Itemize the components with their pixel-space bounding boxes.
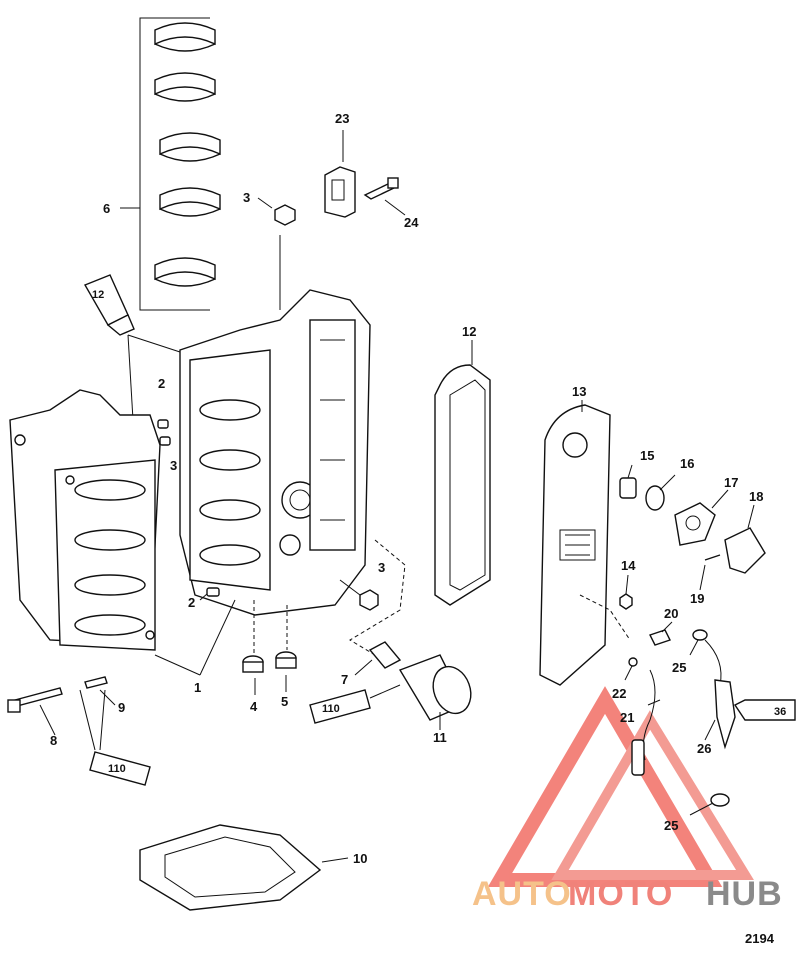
- watermark-triangle-inner: [551, 710, 754, 880]
- callout-3b: 3: [170, 458, 177, 473]
- watermark-logo: [487, 686, 754, 887]
- sealant-tube-36: [733, 699, 796, 721]
- tube-labels: 12 110 110 36: [92, 289, 786, 775]
- hose-26: [704, 639, 736, 750]
- plug-15: [619, 464, 637, 499]
- fitting-20: [649, 621, 673, 646]
- callout-1: 1: [194, 680, 201, 695]
- crankcase-cover: [9, 389, 161, 651]
- callout-20: 20: [664, 606, 678, 621]
- callout-21: 21: [620, 710, 634, 725]
- washer-16: [645, 474, 676, 511]
- plug-4: [242, 655, 264, 695]
- watermark-moto: MOTO: [568, 875, 673, 913]
- plug-5: [275, 651, 297, 692]
- base-gasket-10: [139, 824, 349, 911]
- callout-10: 10: [353, 851, 367, 866]
- bolt-9: [79, 676, 116, 751]
- sealant-tube-110-right: [309, 684, 401, 724]
- sealant-tube-110-left: [89, 751, 151, 786]
- callout-11: 11: [433, 730, 447, 745]
- callout-2b: 2: [188, 595, 195, 610]
- callout-14: 14: [621, 558, 636, 573]
- oil-filter-11: [398, 654, 472, 730]
- screw-24: [363, 177, 406, 216]
- plug-3-right: [339, 579, 379, 611]
- sealant-tube-12: [83, 274, 181, 421]
- callout-25a: 25: [672, 660, 686, 675]
- callout-24: 24: [404, 215, 419, 230]
- callout-19: 19: [690, 591, 704, 606]
- bracket-23: [324, 130, 356, 218]
- callout-3c: 3: [378, 560, 385, 575]
- plug-3-top: [257, 197, 296, 226]
- screw-19: [699, 554, 721, 591]
- tube-label-110-left: 110: [108, 763, 126, 775]
- gasket-17: [674, 489, 729, 546]
- callout-25b: 25: [664, 818, 678, 833]
- bolt-8: [7, 687, 63, 736]
- exhaust-cover-13: [539, 400, 611, 686]
- watermark-hub: HUB: [706, 875, 783, 913]
- callout-8: 8: [50, 733, 57, 748]
- nut-14: [619, 574, 633, 610]
- dowel-pins: [157, 419, 220, 601]
- callout-17: 17: [724, 475, 738, 490]
- callout-labels: 1 2 2 3 3 3 4 5 6 7 8 9 10 11 12 13 14 1…: [50, 111, 763, 866]
- callout-9: 9: [118, 700, 125, 715]
- cylinder-block: [179, 235, 371, 616]
- gasket-12: [434, 340, 491, 606]
- assembly-dashed-leads: [253, 539, 631, 656]
- callout-7: 7: [341, 672, 348, 687]
- watermark-auto: AUTO: [472, 875, 572, 913]
- tube-label-110-right: 110: [322, 703, 340, 715]
- bearing-stack: [120, 17, 221, 311]
- callout-22: 22: [612, 686, 626, 701]
- callout-5: 5: [281, 694, 288, 709]
- adapter-7: [354, 641, 402, 676]
- clamp-25-top: [689, 629, 708, 656]
- callout-15: 15: [640, 448, 654, 463]
- sensor-18: [724, 504, 766, 574]
- tube-label-36: 36: [774, 706, 786, 718]
- callout-12: 12: [462, 324, 476, 339]
- watermark-text: AUTO MOTO HUB: [472, 875, 783, 913]
- callout-18: 18: [749, 489, 763, 504]
- figure-number: 2194: [745, 931, 775, 946]
- callout-3a: 3: [243, 190, 250, 205]
- callout-16: 16: [680, 456, 694, 471]
- sensor-harness-21: [631, 669, 661, 776]
- callout-4: 4: [250, 699, 258, 714]
- callout-13: 13: [572, 384, 586, 399]
- callout-2a: 2: [158, 376, 165, 391]
- callout-23: 23: [335, 111, 349, 126]
- clamp-25-bottom: [689, 793, 730, 816]
- o-ring-22: [624, 657, 638, 681]
- callout-6: 6: [103, 201, 110, 216]
- tube-label-12: 12: [92, 289, 104, 301]
- lead-1: [154, 599, 236, 676]
- callout-26: 26: [697, 741, 711, 756]
